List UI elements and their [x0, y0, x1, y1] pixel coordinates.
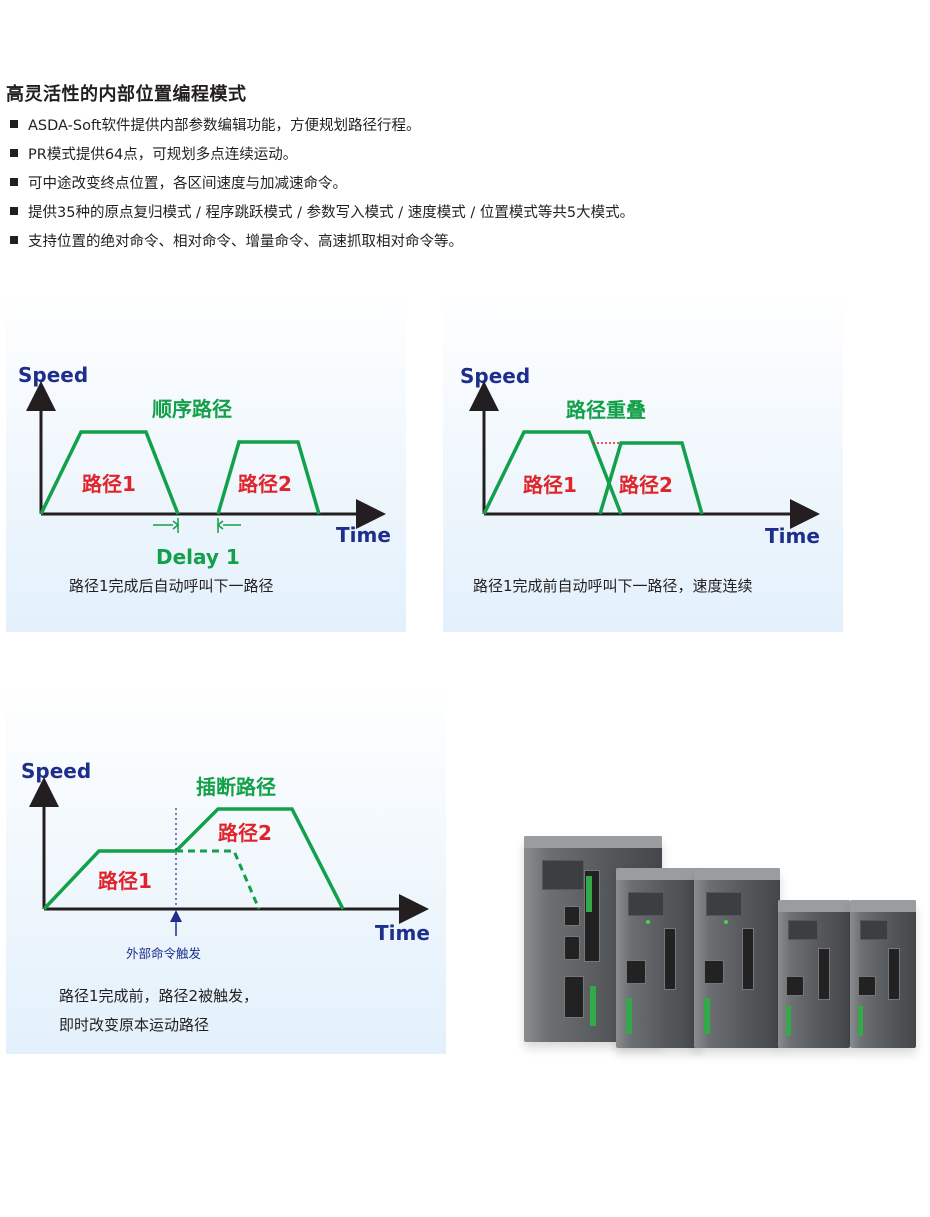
interrupt-path-line [42, 807, 345, 911]
path1-label: 路径1 [82, 472, 136, 496]
path1-label: 路径1 [523, 473, 577, 497]
diagram-title: 插断路径 [196, 775, 276, 799]
diagram-caption: 路径1完成前自动呼叫下一路径，速度连续 [473, 577, 753, 595]
diagram-title: 顺序路径 [152, 397, 232, 421]
time-axis-label: Time [765, 524, 820, 548]
original-path-dashed [176, 849, 261, 910]
bullet-square-icon [10, 207, 18, 215]
bullet-square-icon [10, 178, 18, 186]
time-axis-label: Time [375, 921, 430, 945]
bullet-square-icon [10, 120, 18, 128]
diagram-caption-line1: 路径1完成前，路径2被触发， [59, 987, 259, 1005]
servo-drive-product-image [520, 830, 930, 1060]
servo-drive-medium-b [694, 868, 780, 1048]
delay-arrowhead-right [216, 520, 224, 530]
diagram-title: 路径重叠 [566, 398, 646, 422]
servo-drive-small-b [850, 900, 916, 1048]
trigger-label: 外部命令触发 [126, 946, 202, 961]
feature-item: 可中途改变终点位置，各区间速度与加减速命令。 [6, 170, 634, 199]
feature-list: ASDA-Soft软件提供内部参数编辑功能，方便规划路径行程。 PR模式提供64… [6, 112, 634, 257]
path2-trapezoid [598, 441, 704, 515]
feature-item: 提供35种的原点复归模式 / 程序跳跃模式 / 参数写入模式 / 速度模式 / … [6, 199, 634, 228]
path2-label: 路径2 [218, 821, 272, 845]
time-axis-label: Time [336, 523, 391, 547]
speed-axis-label: Speed [18, 363, 88, 387]
feature-item: 支持位置的绝对命令、相对命令、增量命令、高速抓取相对命令等。 [6, 228, 634, 257]
diagram-caption-line2: 即时改变原本运动路径 [59, 1016, 210, 1034]
path1-label: 路径1 [98, 869, 152, 893]
speed-axis-label: Speed [460, 364, 530, 388]
diagram-overlapping-path: Speed Time 路径重叠 路径1 路径2 路径1完成前自动呼叫下一路径，速… [443, 288, 843, 632]
section-title: 高灵活性的内部位置编程模式 [6, 84, 247, 105]
feature-item: ASDA-Soft软件提供内部参数编辑功能，方便规划路径行程。 [6, 112, 634, 141]
diagram-caption: 路径1完成后自动呼叫下一路径 [69, 577, 274, 595]
overlapping-path-diagram: Speed Time 路径重叠 路径1 路径2 [460, 364, 820, 548]
diagram-interrupt-path: Speed Time 插断路径 外部命令触发 路径1 路径2 路径1完成前，路径… [6, 680, 446, 1054]
path2-label: 路径2 [238, 472, 292, 496]
diagram-sequential-path: Speed Time 顺序路径 路径1 路径2 Delay 1 路径1完成后自动… [6, 288, 406, 632]
speed-axis-label: Speed [21, 759, 91, 783]
path1-trapezoid [482, 430, 623, 515]
interrupt-path-diagram: Speed Time 插断路径 外部命令触发 路径1 路径2 [21, 759, 430, 961]
path2-trapezoid [216, 440, 321, 515]
path2-label: 路径2 [619, 473, 673, 497]
path1-trapezoid [39, 430, 180, 515]
bullet-square-icon [10, 236, 18, 244]
servo-drive-small-a [778, 900, 850, 1048]
sequential-path-diagram: Speed Time 顺序路径 路径1 路径2 Delay 1 [18, 363, 391, 569]
delay-label: Delay 1 [156, 545, 240, 569]
servo-drive-medium-a [616, 868, 700, 1048]
feature-item: PR模式提供64点，可规划多点连续运动。 [6, 141, 634, 170]
bullet-square-icon [10, 149, 18, 157]
